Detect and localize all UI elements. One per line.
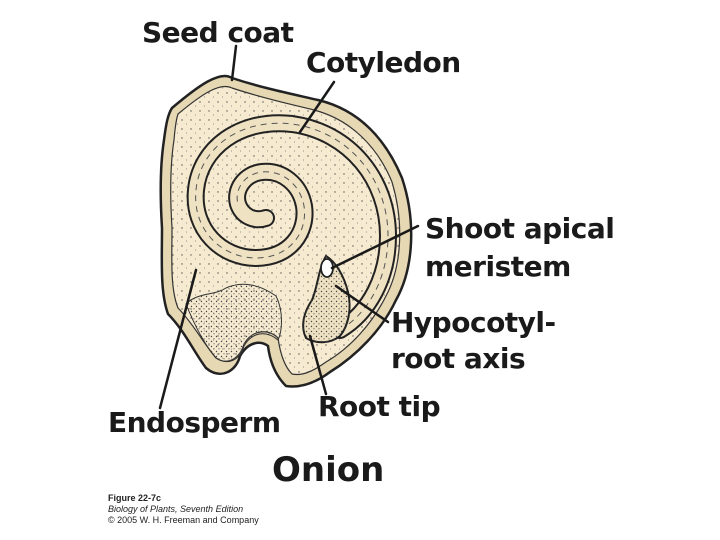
leader-line-seed-coat bbox=[230, 44, 238, 82]
label-seed-coat: Seed coat bbox=[142, 16, 294, 49]
caption-figure-number: Figure 22-7c bbox=[108, 493, 162, 503]
cotyledon-coil-inner bbox=[188, 116, 395, 337]
leader-line-cotyledon bbox=[298, 80, 336, 134]
hypocotyl-root-axis-stipple bbox=[303, 256, 350, 343]
leader-line-hypocotyl-root-axis bbox=[334, 284, 390, 324]
diagram-title: Onion bbox=[272, 450, 385, 490]
leader-lines bbox=[158, 44, 420, 410]
caption-copyright: © 2005 W. H. Freeman and Company bbox=[108, 515, 259, 525]
label-cotyledon: Cotyledon bbox=[306, 46, 461, 79]
leader-line-shoot-apical-meristem bbox=[330, 224, 420, 270]
cotyledon-coil-dashes bbox=[195, 122, 389, 331]
label-shoot-apical-meristem-line1: Shoot apical bbox=[425, 212, 615, 245]
endosperm-dense-region bbox=[185, 283, 282, 362]
leader-line-endosperm bbox=[158, 268, 198, 410]
leader-line-root-tip bbox=[308, 334, 328, 396]
figure-caption: Figure 22-7c Biology of Plants, Seventh … bbox=[108, 493, 259, 526]
label-shoot-apical-meristem-line2: meristem bbox=[425, 250, 571, 283]
label-endosperm: Endosperm bbox=[108, 406, 281, 439]
caption-book-title: Biology of Plants, Seventh Edition bbox=[108, 504, 244, 514]
label-hypocotyl-root-axis-line1: Hypocotyl- bbox=[391, 306, 556, 339]
label-hypocotyl-root-axis-line2: root axis bbox=[391, 342, 526, 375]
label-root-tip: Root tip bbox=[318, 390, 441, 423]
